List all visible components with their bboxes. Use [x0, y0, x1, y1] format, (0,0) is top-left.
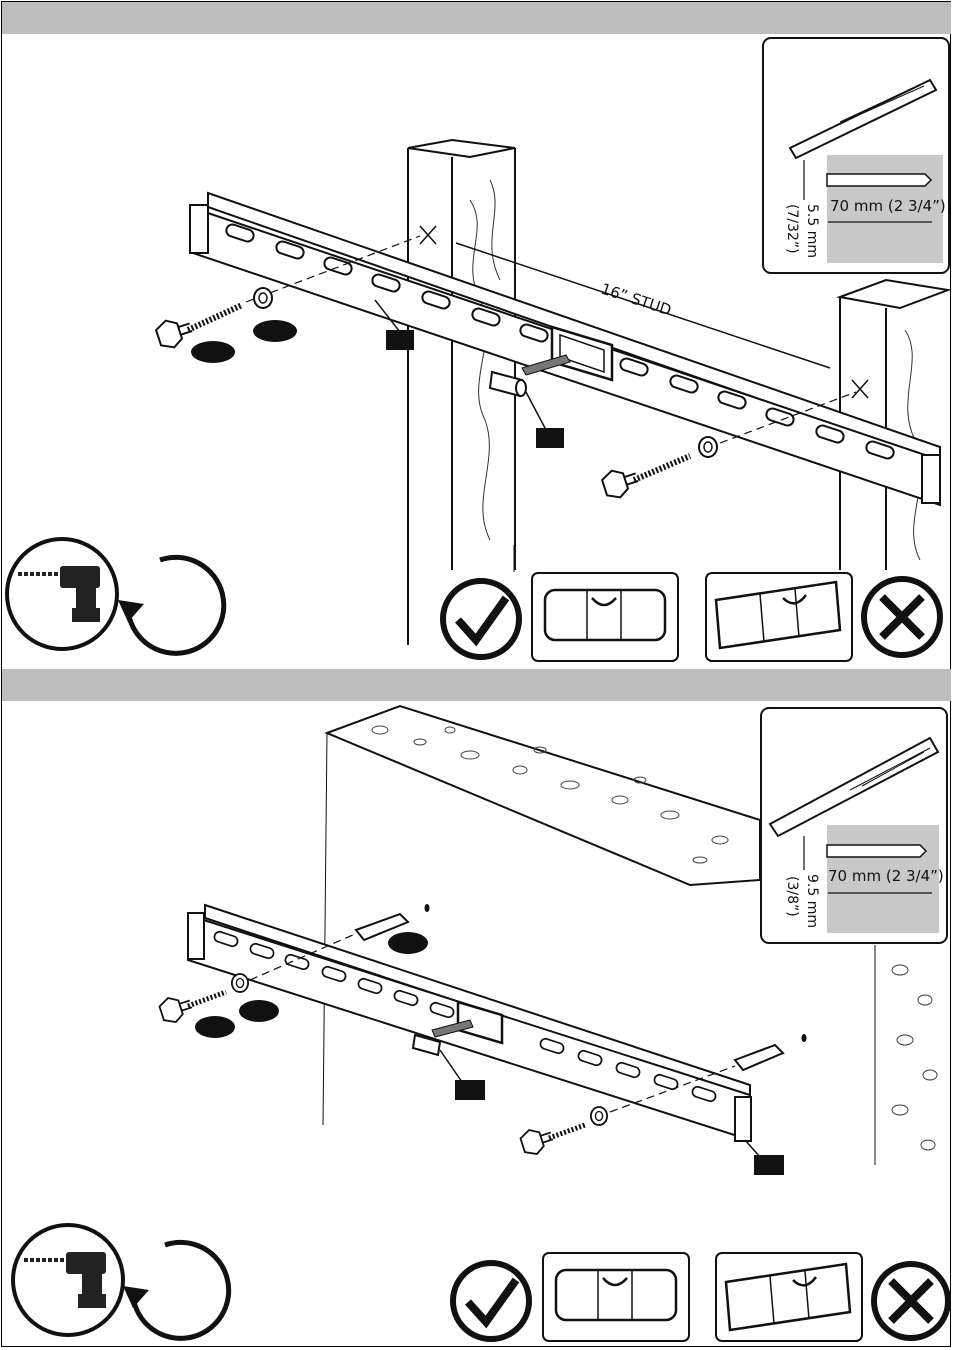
inset-diameter-in: (7/32”): [784, 204, 800, 254]
wall-anchor-bottom: [735, 1034, 807, 1070]
bubble-level-icon-2: [543, 1253, 689, 1341]
inset2-depth-label: 70 mm (2 3/4”): [828, 867, 944, 885]
step2-drill-bit-inset: 70 mm (2 3/4”) 9.5 mm (3/8”): [761, 708, 947, 943]
part-callout-bracket-2: [754, 1155, 784, 1175]
inset-depth-label: 70 mm (2 3/4”): [830, 197, 946, 215]
level-cylinder: [490, 372, 545, 428]
step2-level-comparison: [453, 1253, 948, 1341]
mark-x-left: [420, 226, 436, 244]
bubble-level-icon: [532, 573, 678, 661]
step1-drill-bit-inset: 70 mm (2 3/4”) 5.5 mm (7/32”): [763, 38, 949, 273]
bubble-level-icon-tilted-2: [716, 1253, 862, 1341]
drill-icon-2: [13, 1225, 123, 1335]
part-callout-bracket: [386, 330, 414, 350]
mark-x-right: [852, 380, 868, 398]
part-callout-level-2: [455, 1080, 485, 1100]
checkmark-icon: [443, 581, 519, 657]
part-callout-anchor: [388, 932, 428, 954]
step1-drill-icon-group: [7, 539, 224, 653]
wall-anchor-top: [356, 904, 430, 954]
bubble-level-icon-tilted: [706, 573, 852, 661]
checkmark-icon-2: [453, 1263, 529, 1339]
part-callout-screw-2: [195, 1016, 235, 1038]
part-callout-level: [536, 428, 564, 448]
inset2-diameter-in: (3/8”): [784, 876, 800, 917]
step2-drill-icon-group: [13, 1225, 229, 1338]
step1-level-comparison: [443, 573, 940, 661]
stud-spacing-label: 16” STUD: [599, 280, 674, 320]
inset-diameter-mm: 5.5 mm: [804, 204, 820, 258]
part-callout-washer-2: [239, 1000, 279, 1022]
part-callout-screw: [191, 341, 235, 363]
drill-icon: [7, 539, 117, 649]
wood-stud-left: [408, 140, 515, 645]
part-callout-washer: [253, 320, 297, 342]
inset2-diameter-mm: 9.5 mm: [804, 874, 820, 928]
